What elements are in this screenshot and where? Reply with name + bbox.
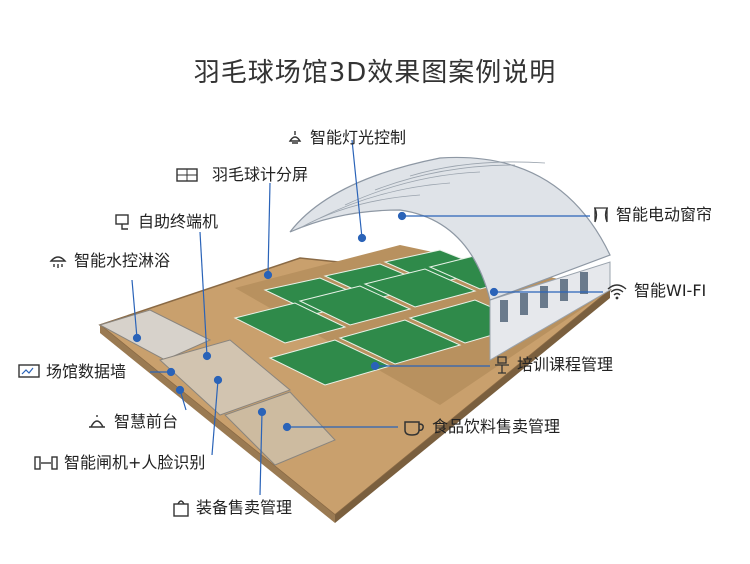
arched-roof	[289, 156, 611, 301]
turnstile-icon	[34, 456, 58, 470]
wifi-icon	[607, 284, 627, 300]
curtain-icon	[594, 207, 608, 223]
label-wifi: 智能WI-FI	[606, 281, 706, 301]
kiosk-icon	[115, 214, 129, 230]
lectern-icon	[495, 356, 509, 374]
label-gate: 智能闸机+人脸识别	[34, 453, 205, 473]
locker-room	[98, 309, 212, 361]
court	[363, 268, 477, 308]
callout-dot	[175, 385, 185, 395]
wall-windows	[500, 272, 588, 322]
callout-dot	[132, 333, 142, 343]
court	[338, 319, 462, 365]
shop-area	[224, 391, 336, 466]
window	[580, 272, 588, 294]
callout-dot	[370, 361, 380, 371]
callout-dot	[397, 211, 407, 221]
reception-bell-icon	[89, 415, 105, 428]
shower-icon	[49, 256, 67, 268]
callout-dot	[202, 351, 212, 361]
label-training: 培训课程管理	[493, 355, 613, 375]
label-equipment: 装备售卖管理	[172, 498, 292, 518]
label-curtain: 智能电动窗帘	[592, 205, 712, 225]
label-datawall: 场馆数据墙	[18, 362, 126, 382]
monitor-icon	[18, 364, 40, 378]
label-food: 食品饮料售卖管理	[402, 416, 560, 438]
label-kiosk: 自助终端机	[114, 212, 218, 232]
window	[520, 293, 528, 315]
coffee-cup-icon	[404, 421, 424, 436]
window	[560, 279, 568, 301]
label-shower: 智能水控淋浴	[48, 251, 170, 271]
shopping-bag-icon	[173, 500, 189, 517]
callout-dot	[257, 407, 267, 417]
court	[233, 302, 347, 344]
label-frontdesk: 智慧前台	[86, 412, 178, 432]
floor-edge-right	[335, 290, 610, 523]
window	[500, 300, 508, 322]
page-title: 羽毛球场馆3D效果图案例说明	[193, 58, 557, 88]
callout-dot	[357, 233, 367, 243]
callout-dot	[263, 270, 273, 280]
label-lighting: 智能灯光控制	[286, 128, 406, 148]
callout-lines	[131, 139, 603, 496]
callout-dot	[213, 375, 223, 385]
scoreboard-icon	[176, 168, 198, 182]
label-scoreboard: 羽毛球计分屏	[176, 165, 308, 185]
floor-edge	[100, 325, 335, 523]
callout-dot	[166, 367, 176, 377]
callout-dot	[282, 422, 292, 432]
court	[298, 285, 412, 326]
window	[540, 286, 548, 308]
roof-trusses	[299, 161, 546, 229]
ceiling-lamp-icon	[288, 131, 302, 144]
callout-dot	[489, 287, 499, 297]
